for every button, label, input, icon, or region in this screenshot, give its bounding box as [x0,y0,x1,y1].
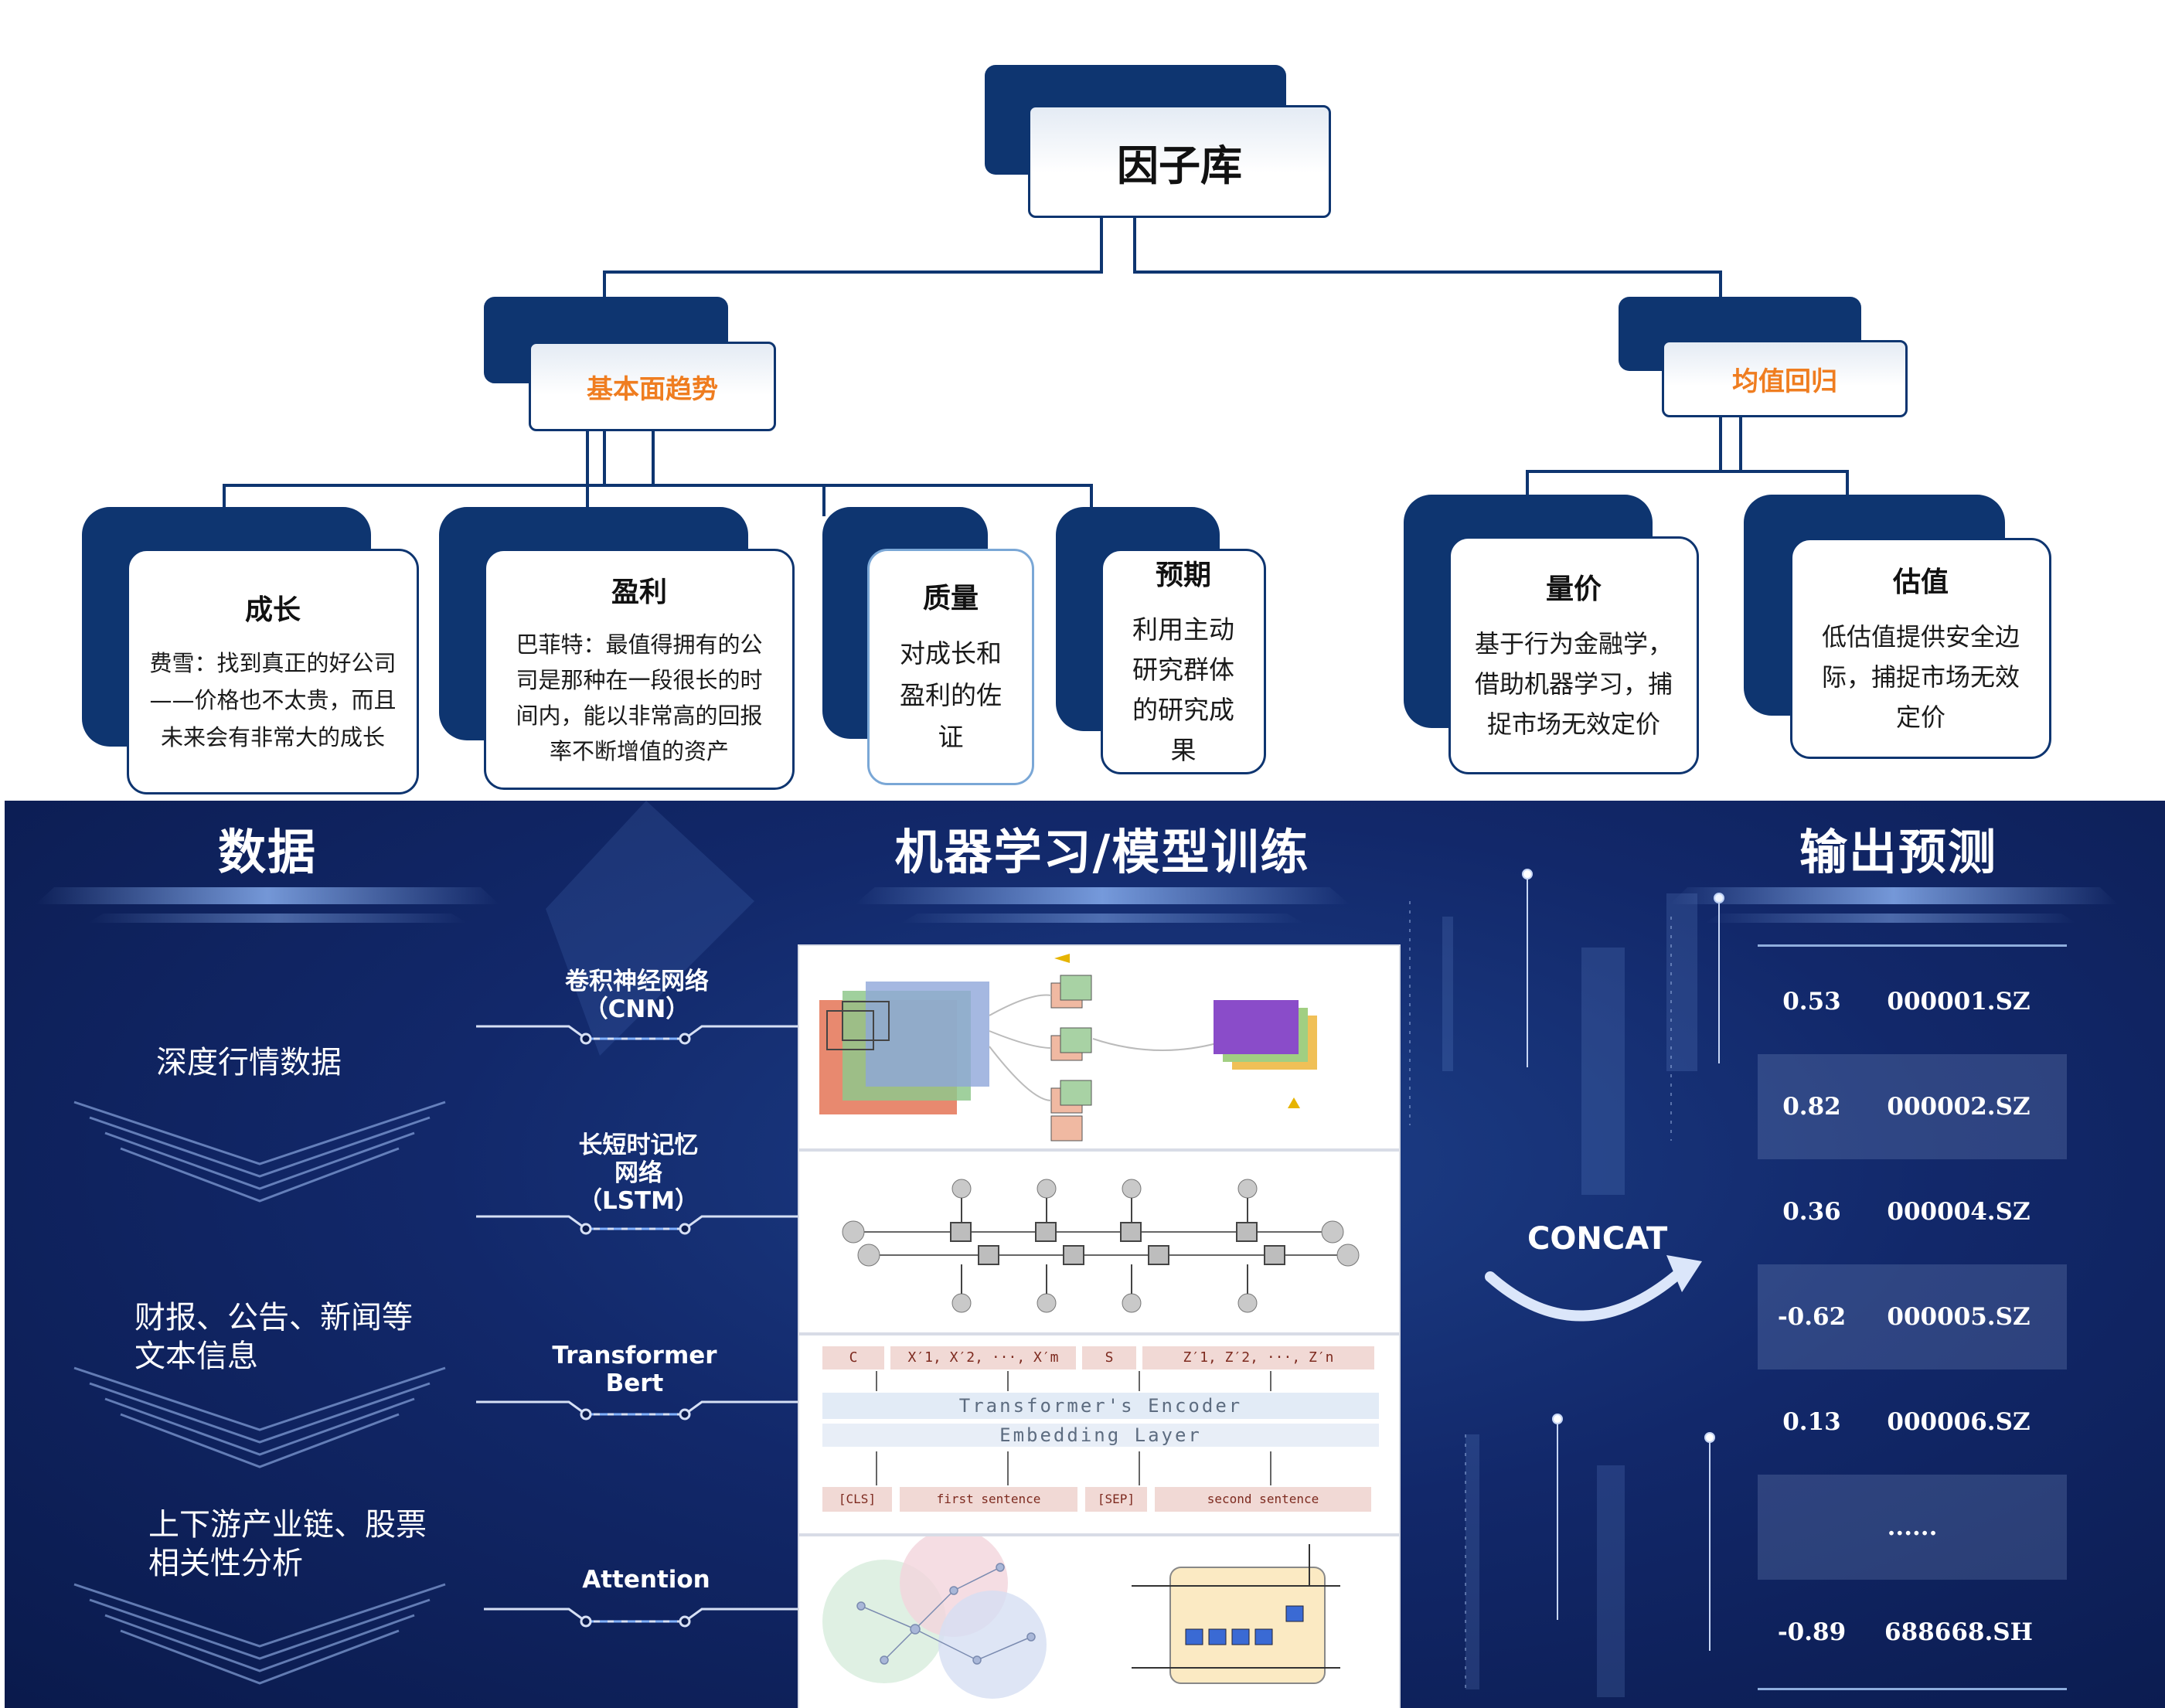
bert-token-first: first sentence [900,1487,1077,1512]
leaf-profit-title: 盈利 [611,577,667,608]
prediction-value: -0.62 [1777,1303,1847,1331]
bert-encoder-layer: Transformer's Encoder [822,1393,1379,1419]
ml-pipeline-panel: 数据 机器学习/模型训练 输出预测 深度行情数据 财报、公告、新闻等文本信息 上… [5,801,2165,1708]
stock-code: 000004.SZ [1887,1198,2031,1226]
model-label-lstm: 长短时记忆网络（LSTM） [577,1131,700,1215]
bert-token-second: second sentence [1155,1487,1371,1512]
model-label-cnn: 卷积神经网络（CNN） [565,968,709,1023]
model-title-band-lower [901,914,1303,923]
stock-code: 000006.SZ [1887,1408,2031,1436]
model-section-title: 机器学习/模型训练 [894,824,1310,880]
leaf-price-volume-desc: 基于行为金融学，借助机器学习，捕捉市场无效定价 [1474,629,1673,739]
leaf-quality-desc: 对成长和盈利的佐证 [900,638,1002,752]
prediction-value: 0.36 [1782,1198,1841,1226]
table-row: -0.62 000005.SZ [1758,1264,2067,1369]
bert-token-top-z: Z′1, Z′2, ···, Z′n [1142,1346,1374,1369]
bert-token-top-c: C [822,1346,884,1369]
data-item-chain: 上下游产业链、股票相关性分析 [148,1507,427,1581]
leaf-valuation-desc: 低估值提供安全边际，捕捉市场无效定价 [1821,622,2020,732]
data-item-market: 深度行情数据 [156,1045,342,1080]
bert-figure: C X′1, X′2, ···, X′m S Z′1, Z′2, ···, Z′… [798,1334,1401,1535]
branch-mean-reversion-label: 均值回归 [1732,366,1837,397]
table-row: 0.13 000006.SZ [1758,1369,2067,1475]
output-section-title: 输出预测 [1799,824,1997,880]
output-title-band-lower [1705,914,2076,923]
leaf-profit-desc: 巴菲特：最值得拥有的公司是那种在一段很长的时间内，能以非常高的回报率不断增值的资… [516,631,763,764]
data-section-title: 数据 [217,824,317,880]
concat-label: CONCAT [1527,1221,1668,1257]
bert-token-top-x: X′1, X′2, ···, X′m [890,1346,1076,1369]
ellipsis: ...... [1887,1513,1938,1541]
table-row: 0.53 000001.SZ [1758,949,2067,1054]
stock-code: 688668.SH [1884,1618,2033,1646]
leaf-expectation-desc: 利用主动研究群体的研究成果 [1132,614,1234,765]
bert-token-cls: [CLS] [822,1487,892,1512]
stock-code: 000001.SZ [1887,988,2031,1016]
table-row: 0.82 000002.SZ [1758,1054,2067,1159]
cnn-figure [798,944,1401,1150]
bert-arrows [876,1371,1271,1485]
prediction-value: 0.13 [1782,1408,1841,1436]
stock-code: 000002.SZ [1887,1093,2031,1121]
leaf-valuation-title: 估值 [1892,566,1949,598]
table-row-ellipsis: ...... [1758,1475,2067,1580]
prediction-value: -0.89 [1777,1618,1847,1646]
data-title-band [36,887,499,904]
model-title-band [855,887,1350,904]
leaf-expectation-title: 预期 [1155,560,1211,591]
leaf-quality-title: 质量 [922,583,979,614]
leaf-growth-title: 成长 [244,594,301,626]
stock-code: 000005.SZ [1887,1303,2031,1331]
bert-token-sep: [SEP] [1085,1487,1147,1512]
bert-token-top-s: S [1082,1346,1136,1369]
prediction-value: 0.82 [1782,1093,1841,1121]
branch-fundamental-label: 基本面趋势 [587,373,718,405]
attention-figure [798,1535,1401,1708]
panel-decoration [73,801,1724,1697]
table-row: -0.89 688668.SH [1758,1580,2067,1685]
leaf-price-volume-title: 量价 [1545,573,1602,605]
table-bottom-rule [1758,1688,2067,1690]
table-top-rule [1758,944,2067,947]
root-label: 因子库 [1117,141,1242,190]
data-title-band-lower [88,914,467,923]
output-title-band [1670,887,2118,904]
bert-embedding-layer: Embedding Layer [822,1424,1379,1447]
lstm-figure [798,1150,1401,1334]
model-label-bert: Transformer Bert [552,1342,717,1397]
data-item-text: 财报、公告、新闻等文本信息 [134,1300,413,1374]
model-label-attention: Attention [582,1566,710,1594]
table-row: 0.36 000004.SZ [1758,1159,2067,1264]
leaf-growth-desc: 费雪：找到真正的好公司——价格也不太贵，而且未来会有非常大的成长 [149,650,397,750]
prediction-value: 0.53 [1782,988,1841,1016]
